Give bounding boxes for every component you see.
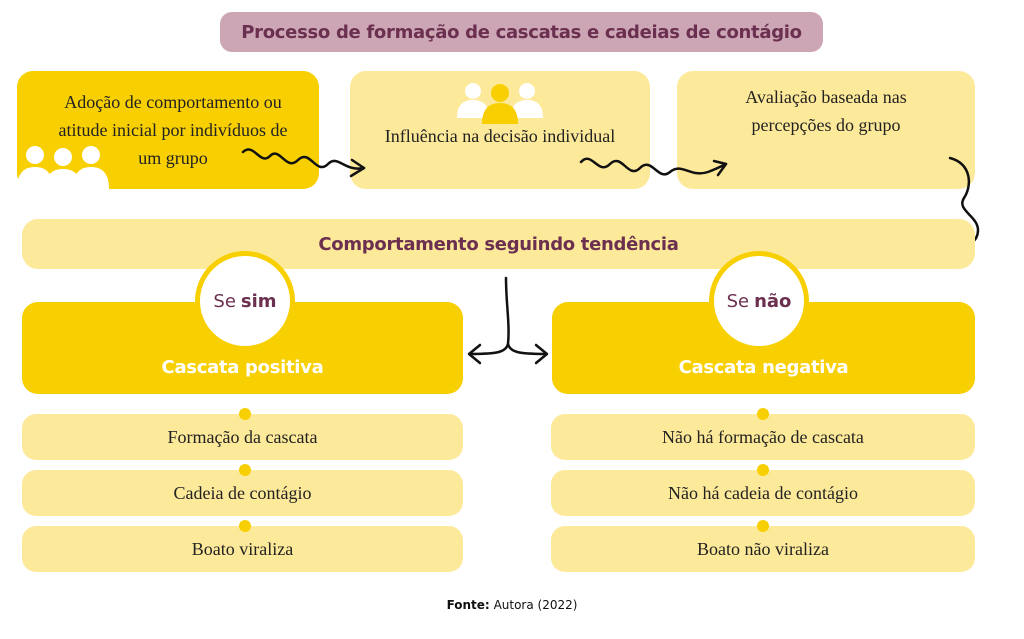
- step-text: Avaliação baseada nas percepções do grup…: [745, 87, 907, 135]
- outcome-item: Cadeia de contágio: [22, 470, 463, 516]
- people-group-highlight-icon: [457, 83, 543, 124]
- branch-label: Cascata positiva: [161, 357, 324, 378]
- branch-label: Cascata negativa: [678, 357, 849, 378]
- trend-bar: Comportamento seguindo tendência: [22, 219, 975, 269]
- diagram-title: Processo de formação de cascatas e cadei…: [220, 12, 823, 52]
- outcome-item: Não há formação de cascata: [551, 414, 975, 460]
- step-text: Influência na decisão individual: [384, 126, 616, 146]
- bullet-dot: [239, 464, 251, 476]
- outcome-text: Não há cadeia de contágio: [668, 482, 858, 503]
- condition-prefix: Se: [726, 290, 750, 312]
- bullet-dot: [757, 408, 769, 420]
- outcome-text: Não há formação de cascata: [662, 426, 864, 447]
- step-card-initial-adoption: Adoção de comportamento ou atitude inici…: [17, 71, 319, 189]
- squiggle-arrow-icon: [579, 157, 728, 177]
- condition-word: não: [754, 290, 792, 312]
- outcome-item: Boato viraliza: [22, 526, 463, 572]
- step-text: Adoção de comportamento ou atitude inici…: [58, 92, 288, 168]
- step-card-group-evaluation: Avaliação baseada nas percepções do grup…: [677, 71, 975, 189]
- outcome-item: Formação da cascata: [22, 414, 463, 460]
- source-label: Fonte:: [446, 598, 490, 612]
- people-group-icon: [17, 146, 109, 189]
- bullet-dot: [757, 464, 769, 476]
- branch-card-positive: Cascata positiva: [22, 302, 463, 394]
- bullet-dot: [239, 408, 251, 420]
- outcome-text: Boato viraliza: [191, 538, 294, 559]
- outcome-text: Cadeia de contágio: [173, 482, 312, 503]
- condition-prefix: Se: [213, 290, 236, 312]
- outcome-item: Boato não viraliza: [551, 526, 975, 572]
- condition-word: sim: [240, 290, 277, 312]
- outcome-text: Formação da cascata: [167, 426, 318, 447]
- fork-arrow-icon: [467, 276, 549, 365]
- bullet-dot: [239, 520, 251, 532]
- outcome-text: Boato não viraliza: [697, 538, 829, 559]
- squiggle-arrow-icon: [241, 148, 366, 178]
- outcome-item: Não há cadeia de contágio: [551, 470, 975, 516]
- source-caption: Fonte: Autora (2022): [0, 598, 1024, 612]
- source-text: Autora (2022): [493, 598, 578, 612]
- bullet-dot: [757, 520, 769, 532]
